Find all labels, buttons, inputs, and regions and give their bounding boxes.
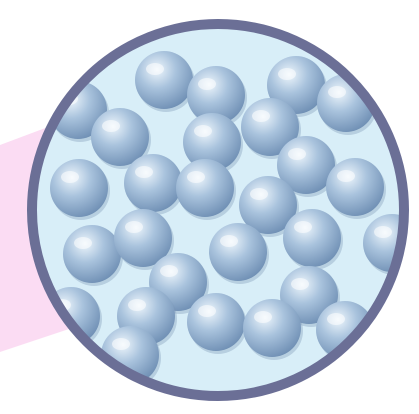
- particle-highlight: [220, 235, 238, 247]
- particle-highlight: [250, 188, 268, 200]
- particle-highlight: [146, 63, 164, 75]
- particle-highlight: [128, 299, 146, 311]
- particle-highlight: [288, 148, 306, 160]
- particle-sphere: [187, 293, 245, 351]
- particle-sphere: [135, 51, 193, 109]
- particle-highlight: [291, 278, 309, 290]
- particle-highlight: [112, 338, 130, 350]
- particle-highlight: [374, 226, 392, 238]
- particle-highlight: [61, 171, 79, 183]
- particle-highlight: [327, 313, 345, 325]
- particle-highlight: [187, 171, 205, 183]
- particle-sphere: [50, 159, 108, 217]
- particle-highlight: [160, 265, 178, 277]
- particle-sphere: [243, 299, 301, 357]
- particle-highlight: [74, 237, 92, 249]
- particle-highlight: [337, 170, 355, 182]
- particle-sphere: [124, 154, 182, 212]
- particle-sphere: [176, 159, 234, 217]
- particle-highlight: [198, 305, 216, 317]
- particle-sphere: [63, 225, 121, 283]
- particle-highlight: [252, 110, 270, 122]
- particle-highlight: [294, 221, 312, 233]
- particle-highlight: [125, 221, 143, 233]
- particle-highlight: [254, 311, 272, 323]
- particle-highlight: [194, 125, 212, 137]
- particle-highlight: [135, 166, 153, 178]
- particle-sphere: [283, 209, 341, 267]
- particle-highlight: [328, 86, 346, 98]
- particle-highlight: [102, 120, 120, 132]
- particle-highlight: [198, 78, 216, 90]
- particle-highlight: [278, 68, 296, 80]
- particle-sphere: [326, 158, 384, 216]
- particle-sphere: [209, 223, 267, 281]
